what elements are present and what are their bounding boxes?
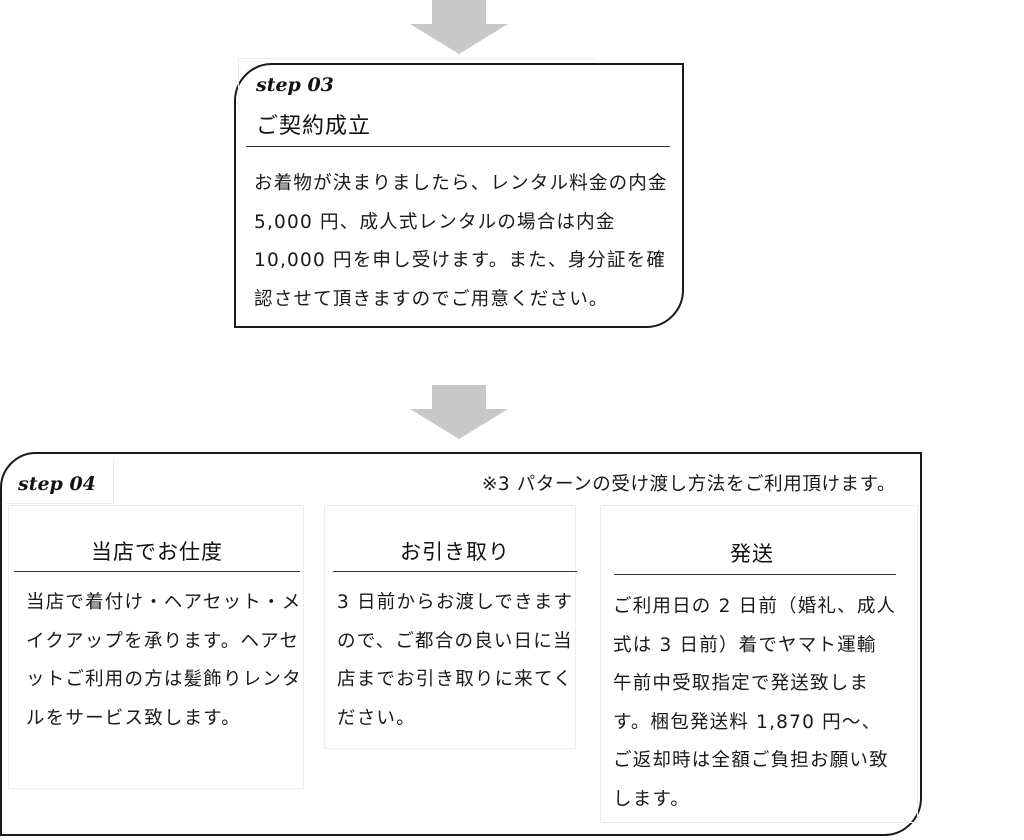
title-underline	[246, 146, 670, 147]
step04-label: step 04	[18, 473, 96, 495]
decorative-frame	[238, 58, 594, 110]
step03-label: step 03	[256, 74, 334, 96]
column-title: 発送	[730, 542, 774, 566]
step04-card	[0, 452, 922, 836]
column-body: ご利用日の 2 日前（婚礼、成人式は 3 日前）着でヤマト運輸 午前中受取指定で…	[613, 596, 897, 810]
title-underline	[614, 574, 896, 575]
step04-note: ※3 パターンの受け渡し方法をご利用頂けます。	[481, 474, 896, 495]
title-underline	[14, 571, 300, 572]
column-body: 3 日前からお渡しできますので、ご都合の良い日に当店までお引き取りに来てください…	[337, 592, 574, 729]
column-body: 当店で着付け・ヘアセット・メイクアップを承ります。ヘアセットご利用の方は髪飾りレ…	[26, 592, 302, 729]
step03-card	[234, 63, 684, 328]
column-frame	[600, 505, 918, 823]
column-title: お引き取り	[400, 540, 510, 564]
decorative-frame	[6, 458, 114, 504]
down-arrow-icon	[410, 385, 508, 439]
column-title: 当店でお仕度	[91, 540, 223, 564]
title-underline	[333, 571, 577, 572]
step03-title: ご契約成立	[256, 114, 372, 139]
down-arrow-icon	[410, 0, 508, 54]
step03-body: お着物が決まりましたら、レンタル料金の内金 5,000 円、成人式レンタルの場合…	[254, 173, 668, 310]
column-frame	[324, 505, 576, 749]
column-frame	[8, 505, 304, 789]
